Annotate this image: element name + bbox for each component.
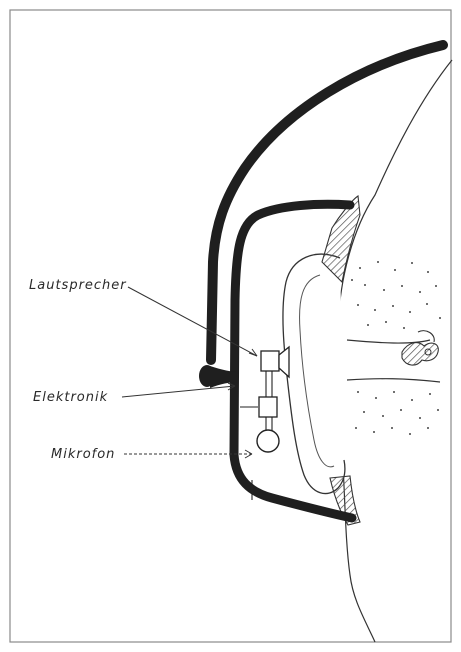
pinna [283,254,345,493]
middle-ear [402,331,438,365]
microphone-icon [257,430,279,452]
skull-texture-lower [355,391,439,435]
electronics-label: Elektronik [33,390,108,405]
electronics-box [259,397,277,417]
skull-texture-upper [351,261,441,329]
speaker-label: Lautsprecher [29,278,127,293]
loudspeaker-icon [261,347,289,377]
microphone-label: Mikrofon [51,447,115,462]
